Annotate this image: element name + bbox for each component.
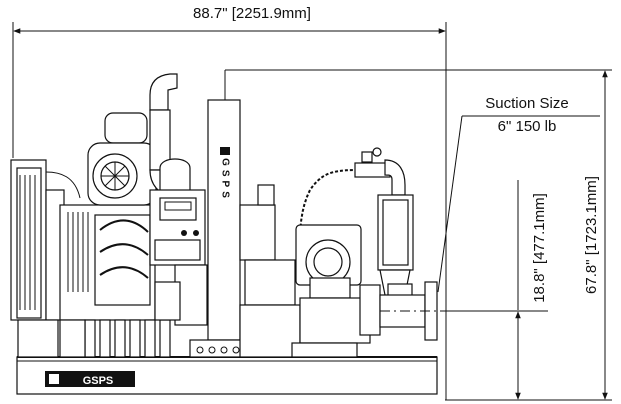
radiator	[10, 159, 81, 358]
suction-height-dimension: 18.8" [477.1mm]	[446, 180, 548, 400]
exhaust-stack	[149, 73, 191, 196]
air-filter	[87, 112, 157, 206]
control-panel	[149, 189, 208, 326]
height-dimension-label: 67.8" [1723.1mm]	[583, 176, 600, 294]
separator-tank	[377, 194, 414, 301]
engine-fins	[67, 212, 89, 292]
suction-flange	[359, 281, 475, 341]
controller-display	[159, 197, 197, 221]
coupling	[239, 184, 301, 358]
panel-logo-text: GSPS	[220, 158, 231, 202]
suction-size-callout: Suction Size 6" 150 lb	[437, 95, 600, 293]
base-skid: GSPS	[16, 356, 438, 395]
gsps-base-logo-text: GSPS	[83, 375, 114, 387]
gsps-base-logo	[45, 371, 135, 387]
suction-size-value: 6" 150 lb	[498, 118, 557, 135]
suction-height-dimension-label: 18.8" [477.1mm]	[531, 193, 548, 303]
suction-size-title: Suction Size	[485, 95, 568, 112]
width-dimension-label: 88.7" [2251.9mm]	[193, 5, 311, 22]
engine-legs	[84, 319, 171, 358]
pump-body	[291, 224, 371, 358]
height-dimension: 67.8" [1723.1mm]	[225, 69, 612, 401]
primer-pipe	[354, 147, 406, 196]
frame-post: GSPS	[189, 70, 251, 358]
width-dimension: 88.7" [2251.9mm]	[12, 5, 447, 400]
engine	[59, 204, 171, 358]
